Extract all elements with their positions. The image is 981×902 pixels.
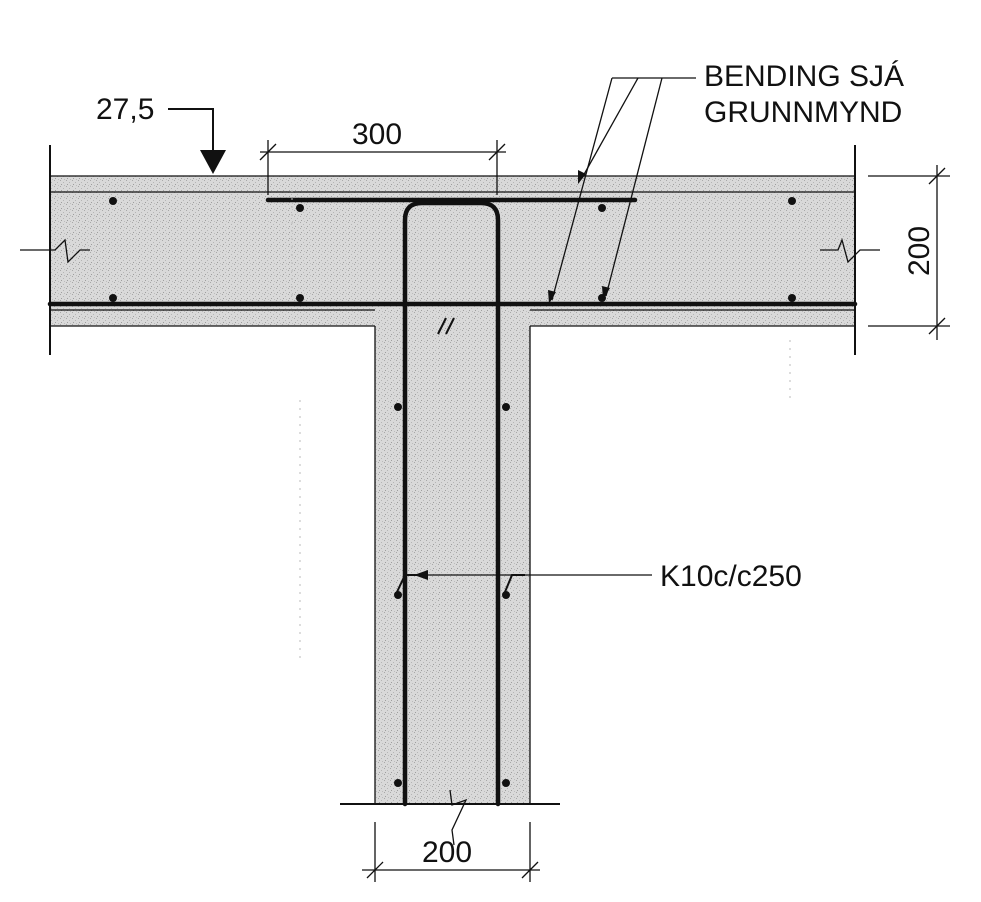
slab-thickness-dimension: 200 — [868, 165, 950, 340]
cover-leader — [168, 108, 214, 152]
rebar-dot — [296, 204, 304, 212]
note-line-1: BENDING SJÁ — [704, 60, 904, 93]
note-leader-1 — [551, 77, 613, 301]
reinforcement — [47, 197, 858, 807]
rebar-dot — [394, 403, 402, 411]
construction-lines — [291, 190, 791, 660]
rebar-dot — [502, 779, 510, 787]
rebar-dot — [394, 591, 402, 599]
rebar-dot — [394, 779, 402, 787]
note-leader-3 — [605, 77, 663, 297]
wall-break-symbol — [449, 789, 468, 846]
rebar-dot — [502, 403, 510, 411]
rebar-dot — [598, 204, 606, 212]
slab-section — [20, 145, 880, 355]
slab-left-break-symbol — [20, 238, 90, 264]
cover-dimension: 27,5 — [96, 93, 226, 174]
reinforcement-note: BENDING SJÁ GRUNNMYND — [548, 60, 904, 304]
stirrup-spec-label: K10c/c250 — [660, 560, 802, 593]
u-bar — [402, 200, 501, 807]
wall-section — [340, 326, 560, 846]
stirrup-note: K10c/c250 — [414, 560, 802, 593]
stirrup-arrow — [414, 570, 428, 580]
stirrup-hook-left — [396, 574, 418, 593]
wall-thickness-label: 200 — [422, 836, 472, 869]
wall-concrete — [375, 326, 530, 804]
slab-tick-top — [928, 167, 946, 185]
note-leader-2 — [581, 77, 639, 179]
rebar-dot — [109, 294, 117, 302]
cover-dimension-label: 27,5 — [96, 93, 154, 126]
lap-tick-left — [259, 143, 277, 161]
rebar-dot — [502, 591, 510, 599]
rebar-dot — [109, 197, 117, 205]
slab-tick-bottom — [928, 317, 946, 335]
lap-tick-right — [488, 143, 506, 161]
rebar-dot — [788, 197, 796, 205]
note-arrow-1 — [548, 290, 556, 304]
break-mark — [445, 317, 455, 335]
wall-thickness-dimension: 200 — [362, 822, 540, 882]
slab-thickness-label: 200 — [903, 226, 936, 276]
rebar-dot — [296, 294, 304, 302]
note-arrow-2 — [578, 170, 586, 184]
note-line-2: GRUNNMYND — [704, 96, 902, 129]
wall-tick-right — [521, 861, 539, 879]
note-arrow-3 — [602, 286, 610, 300]
lap-dimension-label: 300 — [352, 118, 402, 151]
cover-arrowhead — [200, 150, 226, 174]
slab-right-break-symbol — [820, 237, 880, 264]
break-mark — [437, 317, 447, 335]
lap-dimension: 300 — [259, 118, 506, 195]
wall-tick-left — [366, 861, 384, 879]
rebar-dot — [788, 294, 796, 302]
